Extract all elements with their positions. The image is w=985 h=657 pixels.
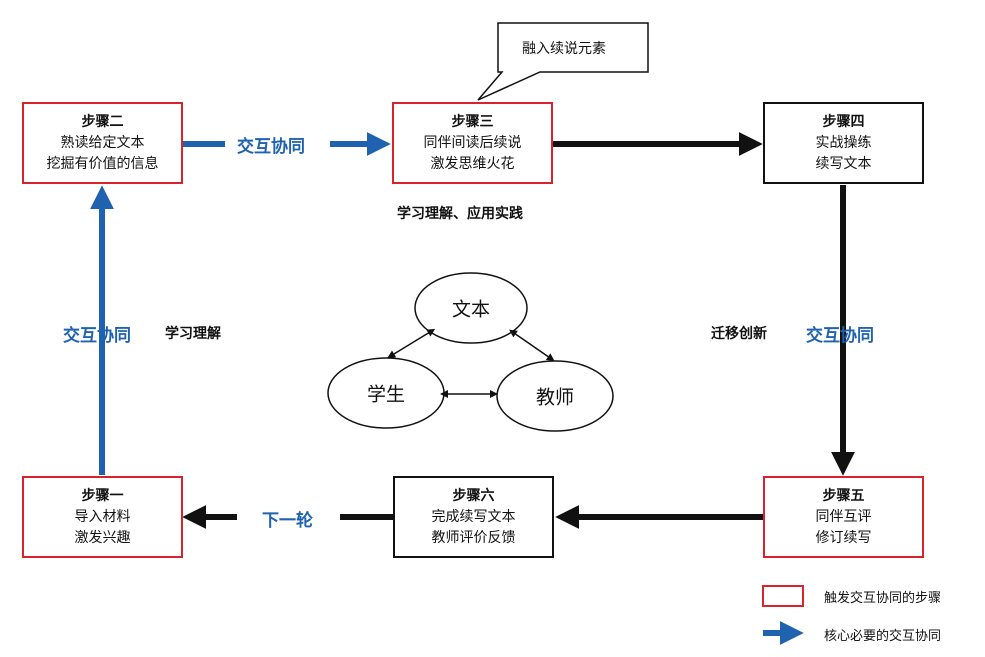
label-transfer: 迁移创新 bbox=[711, 326, 767, 342]
step4-box: 步骤四 实战操练 续写文本 bbox=[763, 102, 924, 184]
step5-box: 步骤五 同伴互评 修订续写 bbox=[763, 476, 924, 558]
step2-line1: 熟读给定文本 bbox=[60, 134, 145, 151]
label-next-round: 下一轮 bbox=[262, 511, 313, 531]
step3-box: 步骤三 同伴间读后续说 激发思维火花 bbox=[392, 102, 553, 184]
step6-title: 步骤六 bbox=[452, 487, 495, 504]
step2-box: 步骤二 熟读给定文本 挖掘有价值的信息 bbox=[22, 102, 183, 184]
step5-title: 步骤五 bbox=[822, 487, 865, 504]
label-interact-right: 交互协同 bbox=[806, 326, 874, 346]
label-learn: 学习理解 bbox=[165, 326, 221, 342]
step5-line2: 修订续写 bbox=[815, 529, 872, 546]
step1-line1: 导入材料 bbox=[74, 508, 131, 525]
link-text-teacher bbox=[509, 329, 555, 362]
circle-text-label: 文本 bbox=[451, 298, 491, 321]
step1-title: 步骤一 bbox=[81, 487, 124, 504]
step3-line2: 激发思维火花 bbox=[430, 155, 515, 172]
circle-teacher-label: 教师 bbox=[535, 386, 575, 409]
step4-line1: 实战操练 bbox=[815, 134, 872, 151]
step5-line1: 同伴互评 bbox=[815, 508, 872, 525]
label-interact-left: 交互协同 bbox=[63, 326, 131, 346]
legend-blue-arrow-label: 核心必要的交互协同 bbox=[824, 629, 942, 644]
step3-title: 步骤三 bbox=[451, 113, 494, 130]
legend-red-box-swatch bbox=[762, 585, 804, 607]
step6-line1: 完成续写文本 bbox=[431, 508, 516, 525]
circle-text bbox=[414, 272, 528, 344]
step3-line1: 同伴间读后续说 bbox=[423, 134, 522, 151]
step6-line2: 教师评价反馈 bbox=[431, 529, 516, 546]
label-interact-top: 交互协同 bbox=[237, 137, 305, 157]
step1-line2: 激发兴趣 bbox=[74, 529, 131, 546]
step4-line2: 续写文本 bbox=[815, 155, 872, 172]
link-text-student bbox=[387, 328, 436, 359]
label-learn-apply: 学习理解、应用实践 bbox=[397, 206, 523, 222]
step1-box: 步骤一 导入材料 激发兴趣 bbox=[22, 476, 183, 558]
legend-red-box-label: 触发交互协同的步骤 bbox=[824, 591, 942, 606]
callout-bubble bbox=[477, 22, 649, 101]
callout-text: 融入续说元素 bbox=[522, 41, 606, 57]
step2-title: 步骤二 bbox=[81, 113, 124, 130]
circle-student-label: 学生 bbox=[366, 383, 406, 406]
step6-box: 步骤六 完成续写文本 教师评价反馈 bbox=[393, 476, 554, 558]
step4-title: 步骤四 bbox=[822, 113, 865, 130]
step2-line2: 挖掘有价值的信息 bbox=[46, 155, 159, 172]
